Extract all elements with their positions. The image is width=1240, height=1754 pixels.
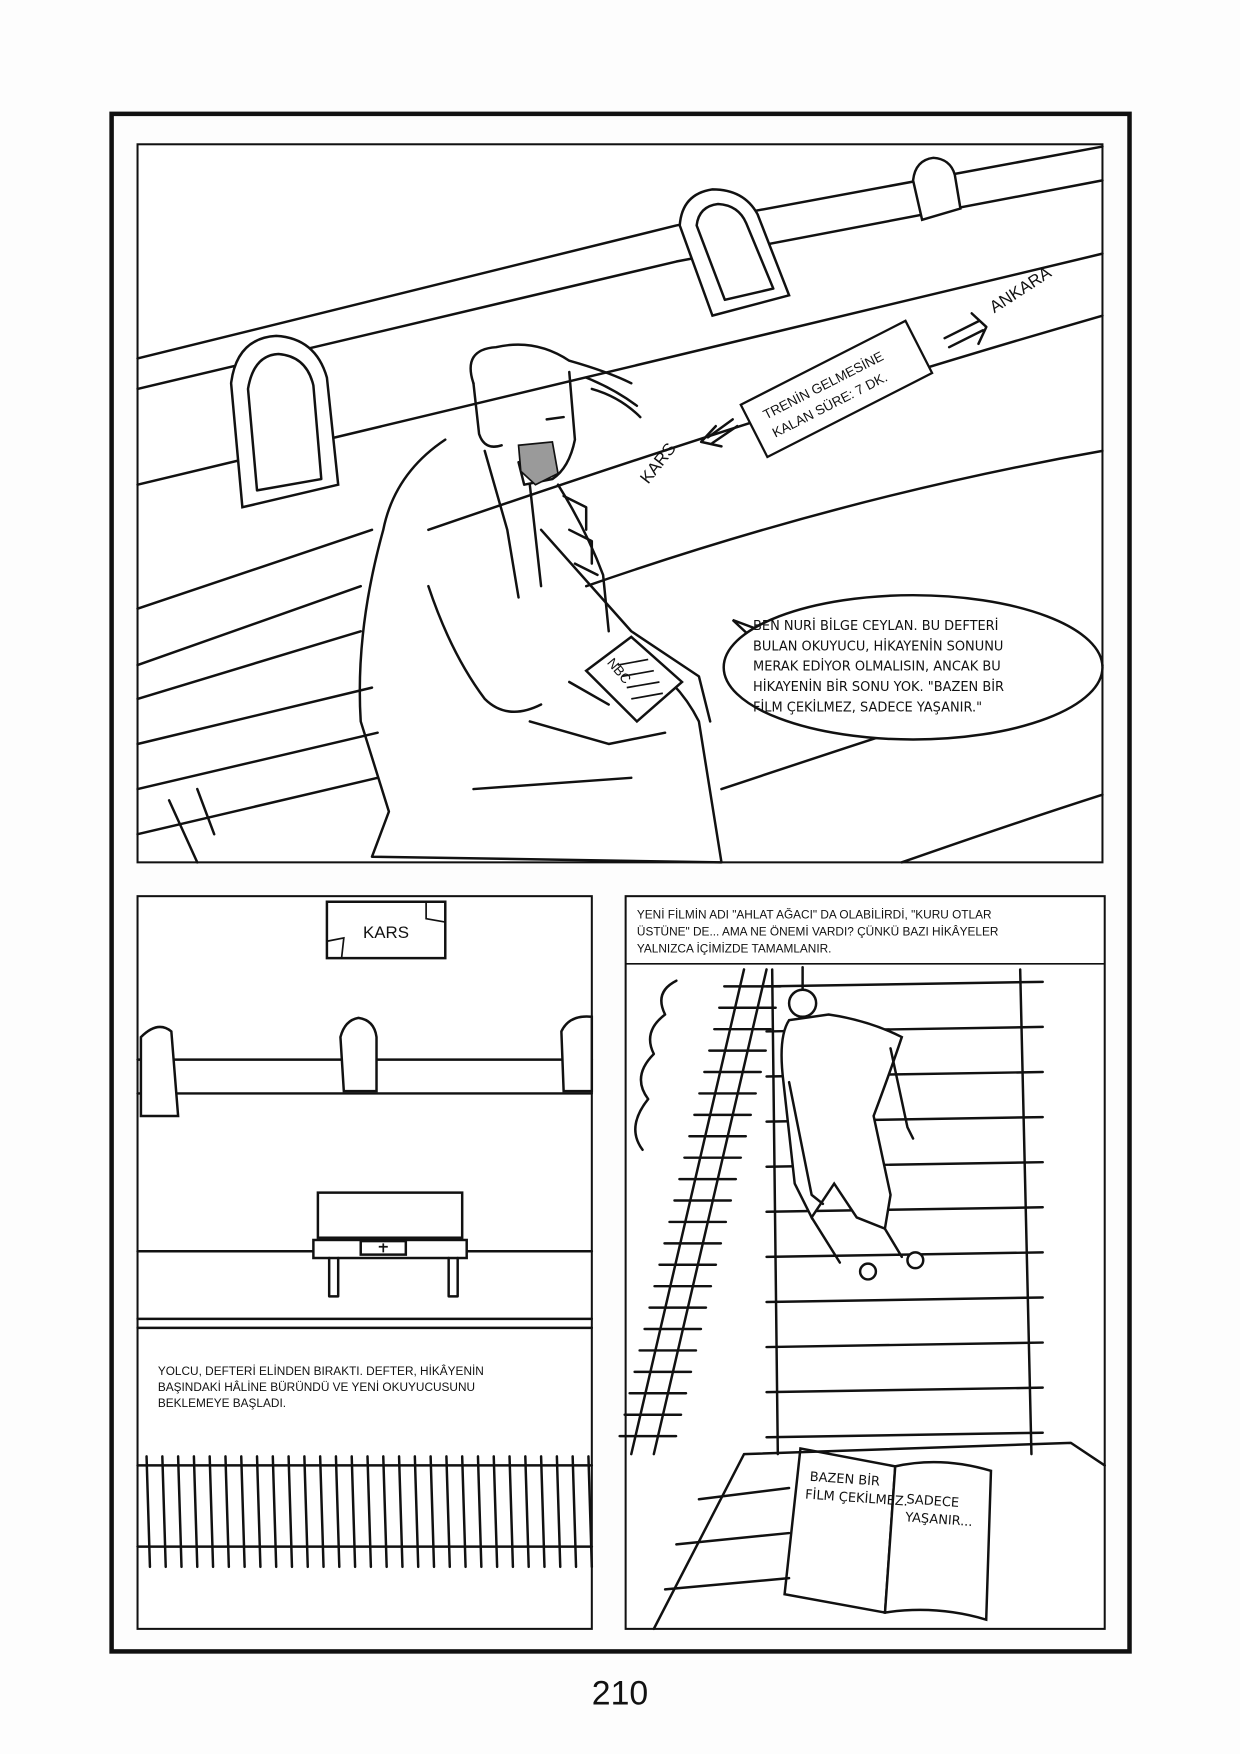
caption-line: YOLCU, DEFTERİ ELİNDEN BIRAKTI. DEFTER, … [158,1364,484,1378]
fence-post [382,1455,388,1569]
platform-edge [900,793,1104,864]
bench [136,528,712,864]
fence-post [161,1455,167,1569]
fence-post [413,1455,420,1569]
fence-post [397,1455,404,1569]
bubble-line: HİKAYENİN BİR SONU YOK. "BAZEN BİR [753,679,1004,695]
speech-bubble: BEN NURİ BİLGE CEYLAN. BU DEFTERİ BULAN … [722,593,1104,741]
fence-post [460,1455,467,1569]
book-left-line: BAZEN BİR [809,1469,880,1490]
rail-tie [765,980,1044,988]
bubble-line: FİLM ÇEKİLMEZ, SADECE YAŞANIR." [753,699,982,715]
platform-plank [663,1486,791,1591]
pen [568,680,610,706]
fence-post [429,1455,436,1569]
window [339,1016,378,1093]
window [678,188,791,318]
caption-line: BEKLEMEYE BAŞLADI. [158,1396,286,1410]
fence [136,1455,594,1569]
book-left-line: FİLM ÇEKİLMEZ. [805,1487,909,1510]
fence-post [192,1455,199,1569]
bushes [634,979,678,1152]
panel-3-border [624,895,1106,1630]
bubble-line: BULAN OKUYUCU, HİKAYENİN SONUNU [753,638,1003,654]
page-number: 210 [592,1674,648,1712]
wall-line [136,145,1104,360]
arrow-left-icon [699,418,739,448]
fence-post [350,1455,357,1569]
fence-post [208,1455,215,1569]
fence-post [555,1455,562,1569]
book-right-line: SADECE [906,1492,960,1511]
window [911,156,962,222]
fence-post [492,1455,499,1569]
rail-tie [765,1296,1044,1304]
fence-post [334,1455,341,1569]
bench [312,1191,468,1298]
fence-post [145,1455,152,1569]
panel-2: KARS YOLCU, DEFTERİ ELİNDEN BIRAKTI. DEF… [136,895,594,1630]
fence-post [366,1455,373,1569]
rail-tie [765,1386,1044,1394]
fence-post [587,1455,594,1569]
caption-line: YENİ FİLMİN ADI "AHLAT AĞACI" DA OLABİLİ… [637,908,992,922]
window [560,1015,594,1093]
panel-1: NBC KARS TRENİN GELMESİNE KALAN SÜRE: 7 … [136,143,1104,864]
window [139,1025,180,1118]
caption-line: BAŞINDAKİ HÂLİNE BÜRÜNDÜ VE YENİ OKUYUCU… [158,1380,475,1394]
rail-tie [765,1431,1044,1439]
hanging-figure [780,965,925,1281]
rail-tie [765,1341,1044,1349]
fence-post [287,1455,294,1569]
fence-post [303,1455,309,1569]
fence-post [476,1455,483,1569]
open-book: BAZEN BİR FİLM ÇEKİLMEZ. SADECE YAŞANIR.… [783,1446,993,1622]
fence-post [445,1455,452,1569]
station-sign-text: KARS [363,923,409,942]
fence-post [271,1455,278,1569]
caption-line: ÜSTÜNE" DE... AMA NE ÖNEMİ VARDI? ÇÜNKÜ … [637,925,999,939]
panel-3: YENİ FİLMİN ADI "AHLAT AĞACI" DA OLABİLİ… [618,895,1106,1631]
fence-post [524,1455,530,1569]
panel-2-border [136,895,593,1630]
page-frame [109,111,1132,1654]
arrow-right-icon [943,312,988,349]
bubble-line: MERAK EDİYOR OLMALISIN, ANCAK BU [753,659,1001,675]
caption-line: YALNIZCA İÇİMİZDE TAMAMLANIR. [637,942,832,956]
notebook: NBC [568,635,684,724]
fence-post [539,1455,546,1569]
bubble-line: BEN NURİ BİLGE CEYLAN. BU DEFTERİ [753,618,998,634]
man-sitting [358,343,723,864]
fence-post [176,1455,183,1569]
window [229,334,340,509]
fence-post [508,1455,515,1569]
fence-post [318,1455,325,1569]
floor-line [136,1317,594,1330]
platform-edge [584,449,1104,588]
rail-tie [765,1251,1044,1259]
station-sign: KARS [325,900,447,960]
fence-post [255,1455,262,1569]
fence-post [571,1455,578,1569]
book-right-line: YAŞANIR... [904,1510,973,1530]
fence-post [240,1455,246,1569]
fence-post [224,1455,231,1569]
